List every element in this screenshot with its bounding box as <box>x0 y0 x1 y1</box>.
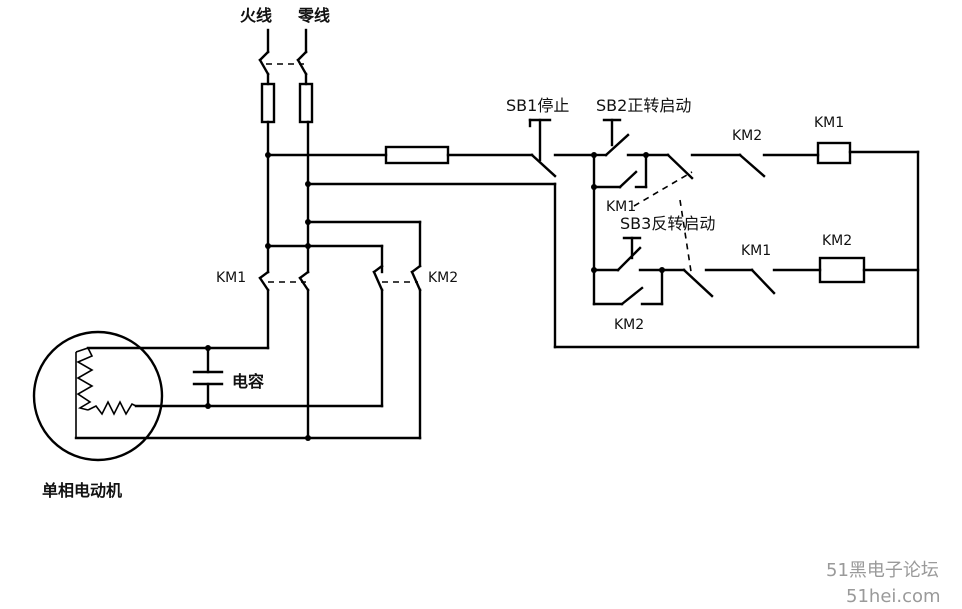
km1-aux-label: KM1 <box>606 199 636 215</box>
sb2-forward-branch <box>591 118 920 306</box>
motor-wiring <box>74 288 422 441</box>
km1-coil-label: KM1 <box>814 115 844 131</box>
watermark-title: 51黑电子论坛 <box>826 560 939 581</box>
capacitor-label: 电容 <box>232 372 264 391</box>
supply-fuses <box>260 82 314 124</box>
sb1-label: SB1停止 <box>506 96 569 115</box>
motor-label: 单相电动机 <box>42 481 122 500</box>
watermark-url: 51hei.com <box>846 586 941 607</box>
main-rails <box>265 120 311 274</box>
neutral-wire-label: 零线 <box>297 6 330 25</box>
sb3-reverse-branch <box>592 171 920 306</box>
live-wire-label: 火线 <box>240 6 272 25</box>
main-contacts <box>258 220 422 292</box>
sb3-label: SB3反转启动 <box>620 214 715 233</box>
km2-coil-label: KM2 <box>822 233 852 249</box>
capacitor-symbol <box>192 346 224 408</box>
km2-main-contact-label: KM2 <box>428 270 458 286</box>
supply-switch <box>258 28 308 86</box>
km1-main-contact-label: KM1 <box>216 270 246 286</box>
sb2-label: SB2正转启动 <box>596 96 691 115</box>
km2-aux-label: KM2 <box>614 317 644 333</box>
sb1-stop-button <box>528 118 596 178</box>
km2-coil-contact-label: KM2 <box>732 128 762 144</box>
control-feed <box>266 145 920 349</box>
km1-interlock-label: KM1 <box>741 243 771 259</box>
motor-symbol <box>32 330 164 462</box>
